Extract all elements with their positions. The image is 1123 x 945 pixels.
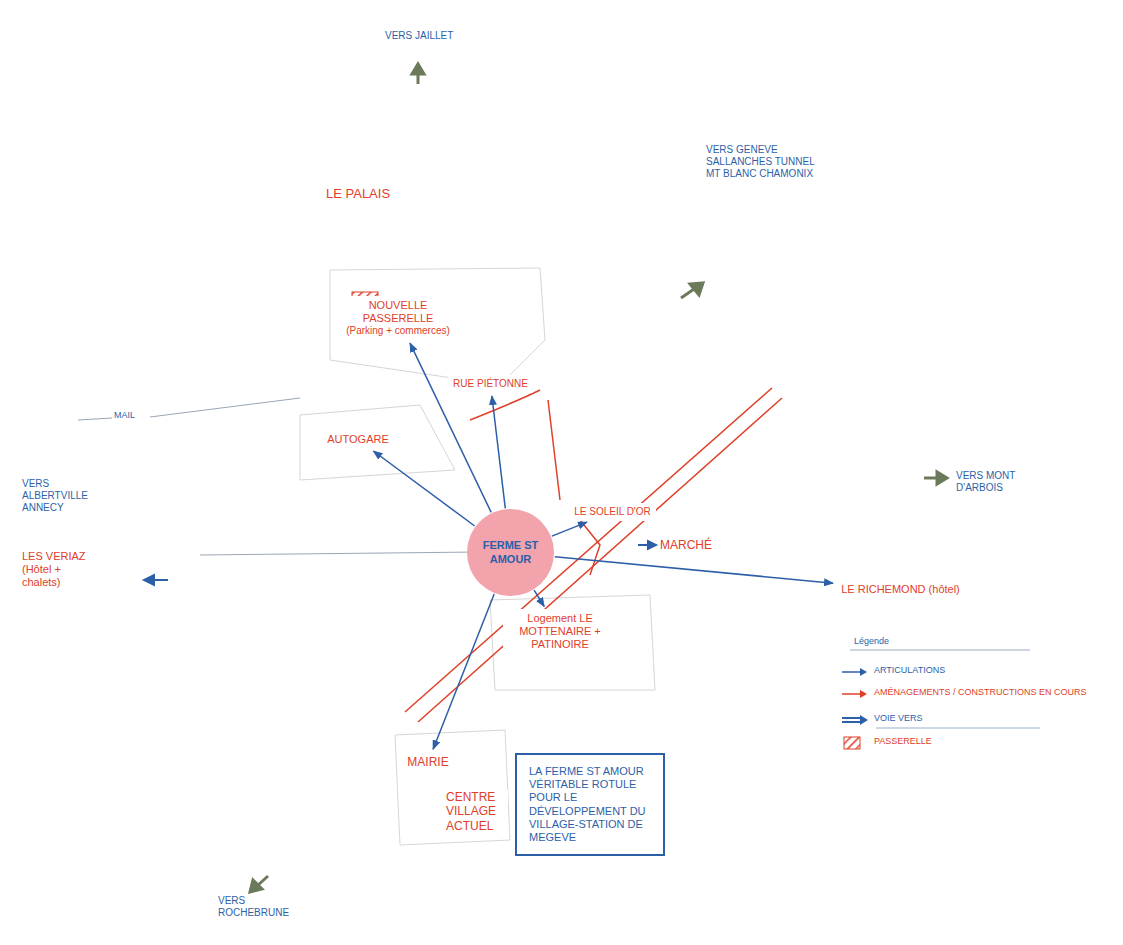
node-title: FERME ST AMOUR [472,539,549,565]
street-label: RUE PIÉTONNE [448,375,533,393]
place-label: MARCHÉ [660,538,712,552]
legend-entry: PASSERELLE [874,736,932,747]
node-title: LA FERME ST AMOUR VÉRITABLE ROTULE POUR … [529,765,651,844]
legend-title: Légende [854,636,889,647]
direction-label: VERS GENEVE SALLANCHES TUNNEL MT BLANC C… [706,144,818,180]
node-title: MAIRIE [407,755,449,769]
hotel-label: LE RICHEMOND (hôtel) [836,580,965,599]
caption-box: LA FERME ST AMOUR VÉRITABLE ROTULE POUR … [515,753,665,856]
node-note: (Parking + commerces) [342,325,454,337]
legend-entry: ARTICULATIONS [874,665,945,676]
hub-circle: FERME ST AMOUR [467,509,554,596]
place-label: LE PALAIS [326,186,390,202]
legend-entry: VOIE VERS [874,713,923,724]
articulation-arrow [492,396,505,508]
place-label: CENTRE VILLAGE ACTUEL [446,790,508,833]
place-label: LES VERIAZ (Hôtel + chalets) [22,550,102,590]
node-title: NOUVELLE PASSERELLE [342,299,454,325]
node-title: LE SOLEIL D'OR [574,506,651,518]
node-title: Logement LE MOTTENAIRE + PATINOIRE [508,612,612,652]
hotel-label: LE SOLEIL D'OR [569,503,656,521]
path-label: MAIL [114,410,135,421]
articulation-arrow [534,590,544,606]
legend-entry: AMÉNAGEMENTS / CONSTRUCTIONS EN COURS [874,687,1087,698]
node-title: RUE PIÉTONNE [453,378,528,390]
articulation-arrow [555,557,833,584]
articulation-arrow [433,594,494,749]
direction-label: VERS MONT D'ARBOIS [956,470,1056,494]
articulation-arrow [373,451,474,526]
project-area: NOUVELLE PASSERELLE(Parking + commerces) [337,296,459,340]
bus-station: AUTOGARE [322,430,394,449]
direction-label: VERS ALBERTVILLE ANNECY [22,478,108,514]
housing-rink: Logement LE MOTTENAIRE + PATINOIRE [503,609,617,655]
node-title: AUTOGARE [327,433,389,446]
node-title: LE RICHEMOND (hôtel) [841,583,960,596]
articulation-arrow [552,522,587,536]
town-hall: MAIRIE [402,752,454,772]
direction-label: VERS ROCHEBRUNE [218,895,308,919]
direction-label: VERS JAILLET [385,30,453,42]
